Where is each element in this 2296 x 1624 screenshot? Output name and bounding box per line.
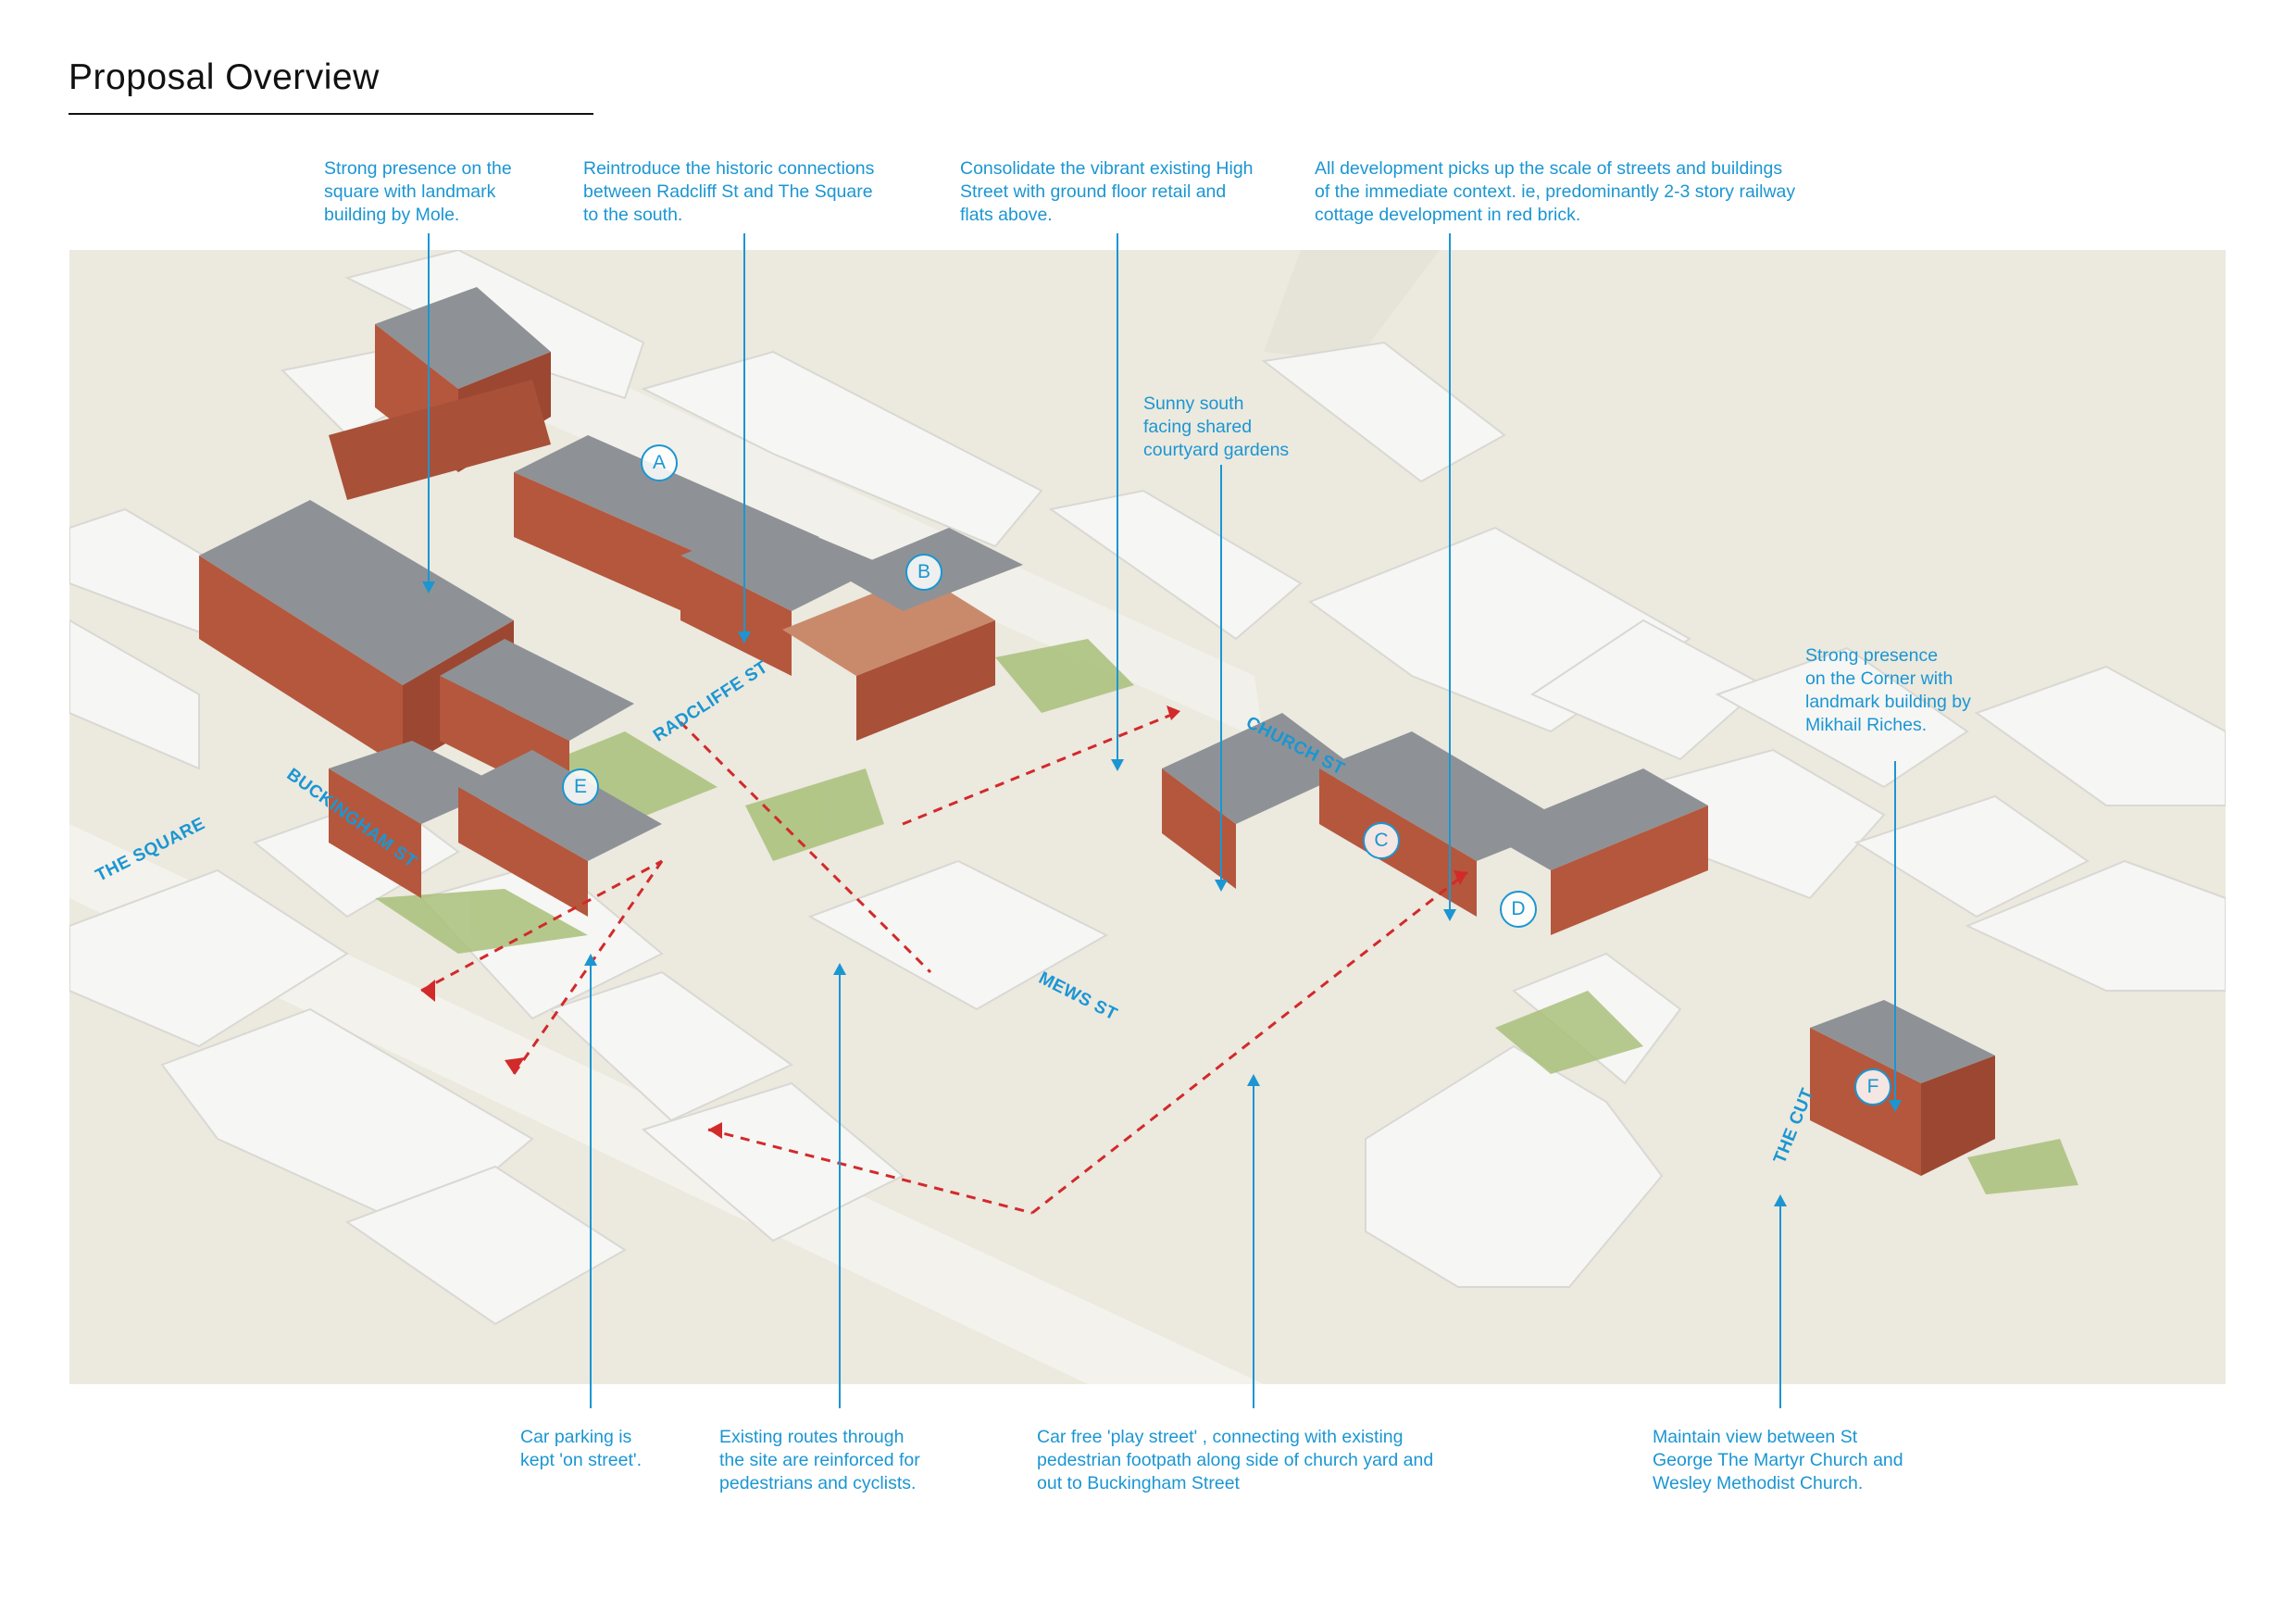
isometric-site-map <box>69 250 2226 1384</box>
page-title: Proposal Overview <box>69 57 380 97</box>
annotation-historic-connections: Reintroduce the historic connections bet… <box>583 158 875 225</box>
arrow-down-icon <box>1443 909 1456 921</box>
annotation-landmark-square: Strong presence on the square with landm… <box>324 158 512 225</box>
arrow-up-icon <box>584 954 597 966</box>
leader-existing-routes <box>839 975 841 1408</box>
annotation-landmark-corner: Strong presence on the Corner with landm… <box>1805 645 1971 735</box>
pedestrian-routes <box>420 709 1468 1215</box>
annotation-scale-context: All development picks up the scale of st… <box>1315 158 1796 225</box>
building-f <box>1810 1000 1995 1176</box>
leader-scale-context <box>1449 233 1451 909</box>
building-marker-a: A <box>641 444 678 481</box>
green-spaces <box>375 639 2078 1194</box>
building-marker-d: D <box>1500 891 1537 928</box>
arrow-down-icon <box>1111 759 1124 771</box>
arrow-up-icon <box>1247 1074 1260 1086</box>
title-underline <box>69 113 593 115</box>
arrow-down-icon <box>1215 880 1228 892</box>
leader-play-street <box>1253 1086 1254 1408</box>
arrow-up-icon <box>833 963 846 975</box>
leader-historic-connections <box>743 233 745 631</box>
leader-landmark-square <box>428 233 430 581</box>
building-marker-b: B <box>905 554 942 591</box>
route-arrowheads <box>421 706 1467 1139</box>
north-road <box>1264 250 1440 361</box>
annotation-church-view: Maintain view between St George The Mart… <box>1653 1427 1903 1493</box>
arrow-up-icon <box>1774 1194 1787 1206</box>
building-marker-c: C <box>1363 822 1400 859</box>
annotation-play-street: Car free 'play street' , connecting with… <box>1037 1427 1434 1493</box>
building-marker-f: F <box>1854 1068 1891 1106</box>
annotation-courtyard-gardens: Sunny south facing shared courtyard gard… <box>1143 394 1290 460</box>
building-c <box>680 518 1356 889</box>
annotation-car-parking: Car parking is kept 'on street'. <box>520 1427 643 1470</box>
building-marker-e: E <box>562 768 599 806</box>
building-e <box>329 741 662 917</box>
annotation-existing-routes: Existing routes through the site are rei… <box>719 1427 920 1493</box>
leader-church-view <box>1779 1206 1781 1408</box>
arrow-down-icon <box>1889 1100 1902 1112</box>
arrow-down-icon <box>422 581 435 593</box>
leader-landmark-corner <box>1894 761 1896 1100</box>
leader-car-parking <box>590 966 592 1408</box>
annotation-high-street: Consolidate the vibrant existing High St… <box>960 158 1254 225</box>
arrow-down-icon <box>738 631 751 643</box>
leader-courtyard-gardens <box>1220 465 1222 880</box>
leader-high-street <box>1117 233 1118 759</box>
